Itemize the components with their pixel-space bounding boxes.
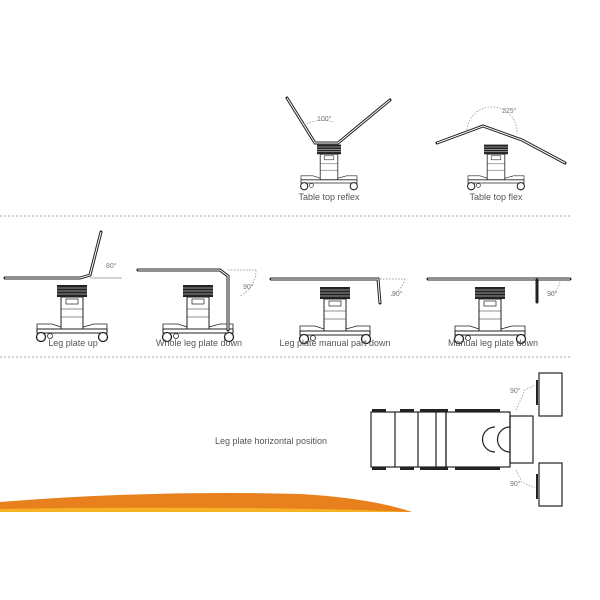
angle-label-bottom: 90°: [510, 480, 521, 488]
angle-label: 225°: [502, 107, 517, 115]
figure-leg-plate-horizontal-position: 90° 90° Leg plate horizontal position: [215, 372, 563, 507]
figure-leg-plate-manual-part-down: 90° Leg plate manual part down: [269, 277, 406, 348]
figure-leg-plate-up: 80° Leg plate up: [3, 230, 122, 348]
angle-label: 90°: [243, 283, 254, 291]
decorative-swoosh: [0, 493, 412, 512]
caption-leg-plate-up: Leg plate up: [48, 338, 98, 348]
caption-leg-plate-horizontal-position: Leg plate horizontal position: [215, 436, 327, 446]
figure-manual-leg-plate-down: 90° Manual leg plate down: [426, 277, 572, 348]
angle-label: 90°: [547, 290, 558, 298]
angle-label: 100°: [317, 115, 332, 123]
caption-whole-leg-plate-down: Whole leg plate down: [156, 338, 242, 348]
caption-leg-plate-manual-part-down: Leg plate manual part down: [279, 338, 390, 348]
angle-label-top: 90°: [510, 387, 521, 395]
caption-manual-leg-plate-down: Manual leg plate down: [448, 338, 538, 348]
caption-table-top-flex: Table top flex: [469, 192, 523, 202]
figure-table-top-reflex: 100° Table top reflex: [285, 96, 392, 202]
figure-table-top-flex: 225° Table top flex: [435, 106, 567, 202]
figure-whole-leg-plate-down: 90° Whole leg plate down: [136, 268, 257, 348]
caption-table-top-reflex: Table top reflex: [298, 192, 360, 202]
angle-label: 80°: [106, 262, 117, 270]
angle-label: 90°: [392, 290, 403, 298]
